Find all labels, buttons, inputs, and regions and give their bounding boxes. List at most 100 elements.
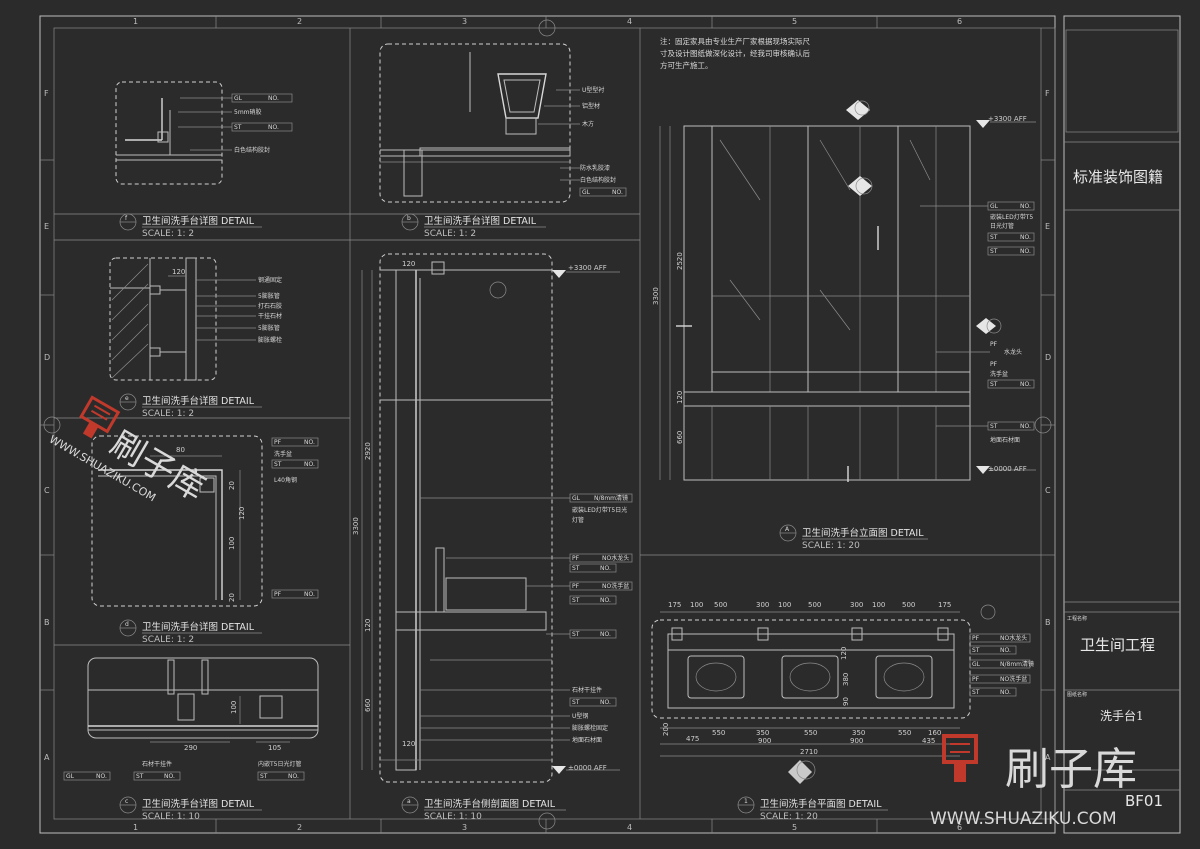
plan-top-dim-7: 100: [872, 601, 885, 609]
plan-st-no: NO.: [1000, 647, 1011, 654]
grid-col-4: 4: [627, 17, 632, 26]
plan-top-dim-0: 175: [668, 601, 681, 609]
grid-col-1: 1: [133, 17, 138, 26]
plan-top-dim-9: 175: [938, 601, 951, 609]
plan-top-dim-6: 300: [850, 601, 863, 609]
plan-title: 卫生间洗手台平面图 DETAIL: [760, 798, 882, 810]
plan-bot-dim-4: 550: [804, 729, 817, 737]
detail-e-scale: SCALE: 1: 2: [142, 409, 194, 419]
detail-d-st-no: NO.: [304, 461, 315, 468]
section-a-st3-no: NO.: [600, 699, 611, 706]
section-a-dim-660: 660: [364, 699, 372, 712]
watermark-url-right: WWW.SHUAZIKU.COM: [930, 809, 1117, 829]
detail-c-scale: SCALE: 1: 10: [142, 812, 200, 822]
titleblock-library: 标准装饰图籍: [1073, 168, 1163, 186]
elevation-A-basin: 洗手盆: [990, 370, 1008, 378]
plan-pf-no: NO水龙头: [1000, 634, 1027, 642]
plan-dim-380: 380: [842, 673, 850, 686]
grid-row-e-right: E: [1045, 222, 1050, 231]
detail-d-scale: SCALE: 1: 2: [142, 635, 194, 645]
detail-d-mark: d: [125, 621, 129, 628]
elevation-A-level-top: +3300 AFF: [988, 115, 1027, 123]
plan-bot-dim-6: 550: [898, 729, 911, 737]
detail-d-dim-20b: 20: [228, 593, 236, 602]
elevation-A-gl-no: NO.: [1020, 203, 1031, 210]
detail-c-gl-no: NO.: [96, 773, 107, 780]
plan-st2: ST: [972, 689, 980, 696]
section-a-light: 嵌装LED灯带T5日光: [572, 506, 627, 514]
detail-c: 100 290 105 石材干挂件 内嵌T5日光灯管 GL NO. ST NO.…: [63, 657, 319, 822]
detail-b-gl: GL: [582, 189, 591, 196]
elevation-A-title: 卫生间洗手台立面图 DETAIL: [802, 527, 924, 539]
detail-e-dim-120: 120: [172, 268, 185, 276]
plan-bot2-dim-1: 900: [850, 737, 863, 745]
plan-st2-no: NO.: [1000, 689, 1011, 696]
sheet-frame: [39, 15, 1056, 834]
detail-b: U型型衬 铝型材 木方 防水乳胶漆 白色结构胶封 GL NO. b 卫生间洗手台…: [379, 43, 627, 239]
grid-col-5-bottom: 5: [792, 823, 797, 832]
titleblock-project-label: 工程名称: [1067, 615, 1087, 622]
watermark-right: 刷子库 WWW.SHUAZIKU.COM: [930, 734, 1137, 829]
detail-f: GL NO. 5mm硝胶 ST NO. 白色结构胶封 f 卫生间洗手台详图 DE…: [115, 81, 293, 239]
grid-row-c-right: C: [1045, 486, 1051, 495]
elevation-A-st2: ST: [990, 248, 998, 255]
detail-c-gl: GL: [66, 773, 75, 780]
detail-c-st3: ST: [260, 773, 268, 780]
grid-col-1-bottom: 1: [133, 823, 138, 832]
detail-d-pf2: PF: [274, 591, 282, 598]
grid-row-c: C: [44, 486, 50, 495]
detail-f-gl: GL: [234, 95, 243, 102]
detail-e-steel: 钢通固定: [258, 276, 282, 284]
watermark-brand-right: 刷子库: [1005, 744, 1137, 795]
detail-c-stone: 石材干挂件: [142, 760, 172, 768]
titleblock-drawing: 洗手台1: [1100, 708, 1144, 723]
grid-col-3-bottom: 3: [462, 823, 467, 832]
detail-b-scale: SCALE: 1: 2: [424, 229, 476, 239]
grid-row-d: D: [44, 353, 50, 362]
plan-dim-90: 90: [842, 697, 850, 706]
grid-col-6-bottom: 6: [957, 823, 962, 832]
section-a-floor: 地面石材面: [572, 736, 602, 744]
detail-c-st: ST: [136, 773, 144, 780]
elevation-A-st-no: NO.: [1020, 234, 1031, 241]
plan-gl: GL: [972, 661, 981, 668]
detail-d-dim-100: 100: [228, 537, 236, 550]
detail-c-light: 内嵌T5日光灯管: [258, 760, 301, 768]
detail-d-angle: L40角钢: [274, 476, 297, 484]
grid-row-a: A: [44, 753, 50, 762]
grid-labels: 1 2 3 4 5 6 1 2 3 4 5 6 F E D C B A F E …: [44, 17, 1051, 832]
plan-bot-dim-2: 550: [712, 729, 725, 737]
section-a-gl: GL: [572, 495, 581, 502]
grid-row-f-right: F: [1045, 89, 1050, 98]
elevation-A-st3-no: NO.: [1020, 381, 1031, 388]
detail-c-mark: c: [125, 798, 128, 805]
section-a-u: U型钢: [572, 712, 588, 720]
elevation-A-light2: 日光灯管: [990, 222, 1014, 230]
titleblock-drawing-label: 图纸名称: [1067, 691, 1087, 698]
elevation-A-gl: GL: [990, 203, 999, 210]
section-a-dim-120: 120: [364, 619, 372, 632]
detail-d-st: ST: [274, 461, 282, 468]
detail-d-title: 卫生间洗手台详图 DETAIL: [142, 621, 255, 633]
grid-col-2: 2: [297, 17, 302, 26]
section-a-st2-no: NO.: [600, 597, 611, 604]
elevation-A-dim-2520: 2520: [676, 252, 684, 270]
detail-e-bolt2: 5膨胀管: [258, 324, 280, 332]
detail-b-channel: 铝型材: [582, 102, 600, 110]
grid-col-5: 5: [792, 17, 797, 26]
detail-e-expansion: 膨胀螺栓: [258, 336, 282, 344]
plan-total-dim: 2710: [800, 748, 818, 756]
title-block: 标准装饰图籍 工程名称 卫生间工程 图纸名称 洗手台1 BF01: [1063, 15, 1181, 834]
detail-c-title: 卫生间洗手台详图 DETAIL: [142, 798, 255, 810]
elevation-A-st: ST: [990, 234, 998, 241]
note-line-2: 寸及设计图纸做深化设计，经我司审核确认后: [660, 48, 810, 58]
detail-c-st3-no: NO.: [288, 773, 299, 780]
note-line-1: 注：固定家具由专业生产厂家根据现场实际尺: [660, 36, 810, 46]
titleblock-project: 卫生间工程: [1080, 636, 1155, 654]
elevation-A-mark: A: [785, 526, 790, 533]
detail-d-basin: 洗手盆: [274, 450, 292, 458]
section-a-level-top: +3300 AFF: [568, 264, 607, 272]
section-a-st3-top-no: NO.: [600, 631, 611, 638]
detail-d-pf2-no: NO.: [304, 591, 315, 598]
